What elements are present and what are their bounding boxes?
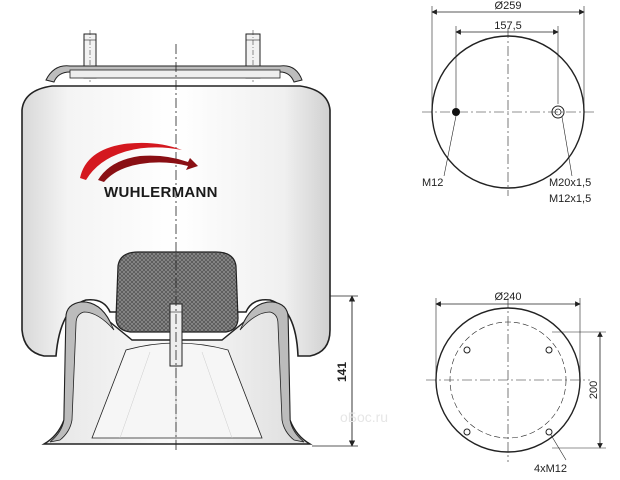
top-plate-view: Ø259 157,5 M12 M20x1,5 M12x1,5 (422, 0, 594, 205)
piston-inner-cone (91, 342, 263, 439)
height-label: 141 (335, 362, 349, 382)
height-dimension (312, 295, 358, 447)
logo-swoosh-red (80, 142, 182, 180)
top-outer-diameter-label: Ø259 (495, 0, 522, 12)
bottom-hole-1 (463, 346, 471, 354)
bottom-height-label: 200 (588, 381, 600, 399)
right-thread-label-1: M20x1,5 (549, 177, 591, 189)
logo-swoosh-dark (98, 155, 198, 182)
watermark: оБос.ru (340, 409, 388, 425)
right-thread-label-2: M12x1,5 (549, 193, 591, 205)
bottom-holes-label: 4xM12 (534, 463, 567, 475)
bottom-outer-diameter-label: Ø240 (495, 291, 522, 303)
piston-wall-left (49, 301, 115, 443)
bottom-hole-2 (545, 346, 553, 354)
bump-stop (115, 251, 239, 333)
logo-brand-text: WUHLERMANN (104, 184, 218, 201)
m12-hole (452, 108, 460, 116)
bottom-hole-3 (463, 428, 471, 436)
top-bolt-spacing-label: 157,5 (494, 20, 522, 32)
brand-logo: WUHLERMANN (80, 142, 218, 201)
top-bead-plate (45, 65, 303, 83)
air-fitting-hole (551, 105, 565, 119)
piston-wall-right (239, 301, 305, 443)
bottom-plate-view: Ø240 200 4xM12 (426, 291, 606, 475)
bottom-hole-4 (545, 428, 553, 436)
left-thread-label: M12 (422, 177, 443, 189)
side-view: 141 (21, 30, 358, 450)
